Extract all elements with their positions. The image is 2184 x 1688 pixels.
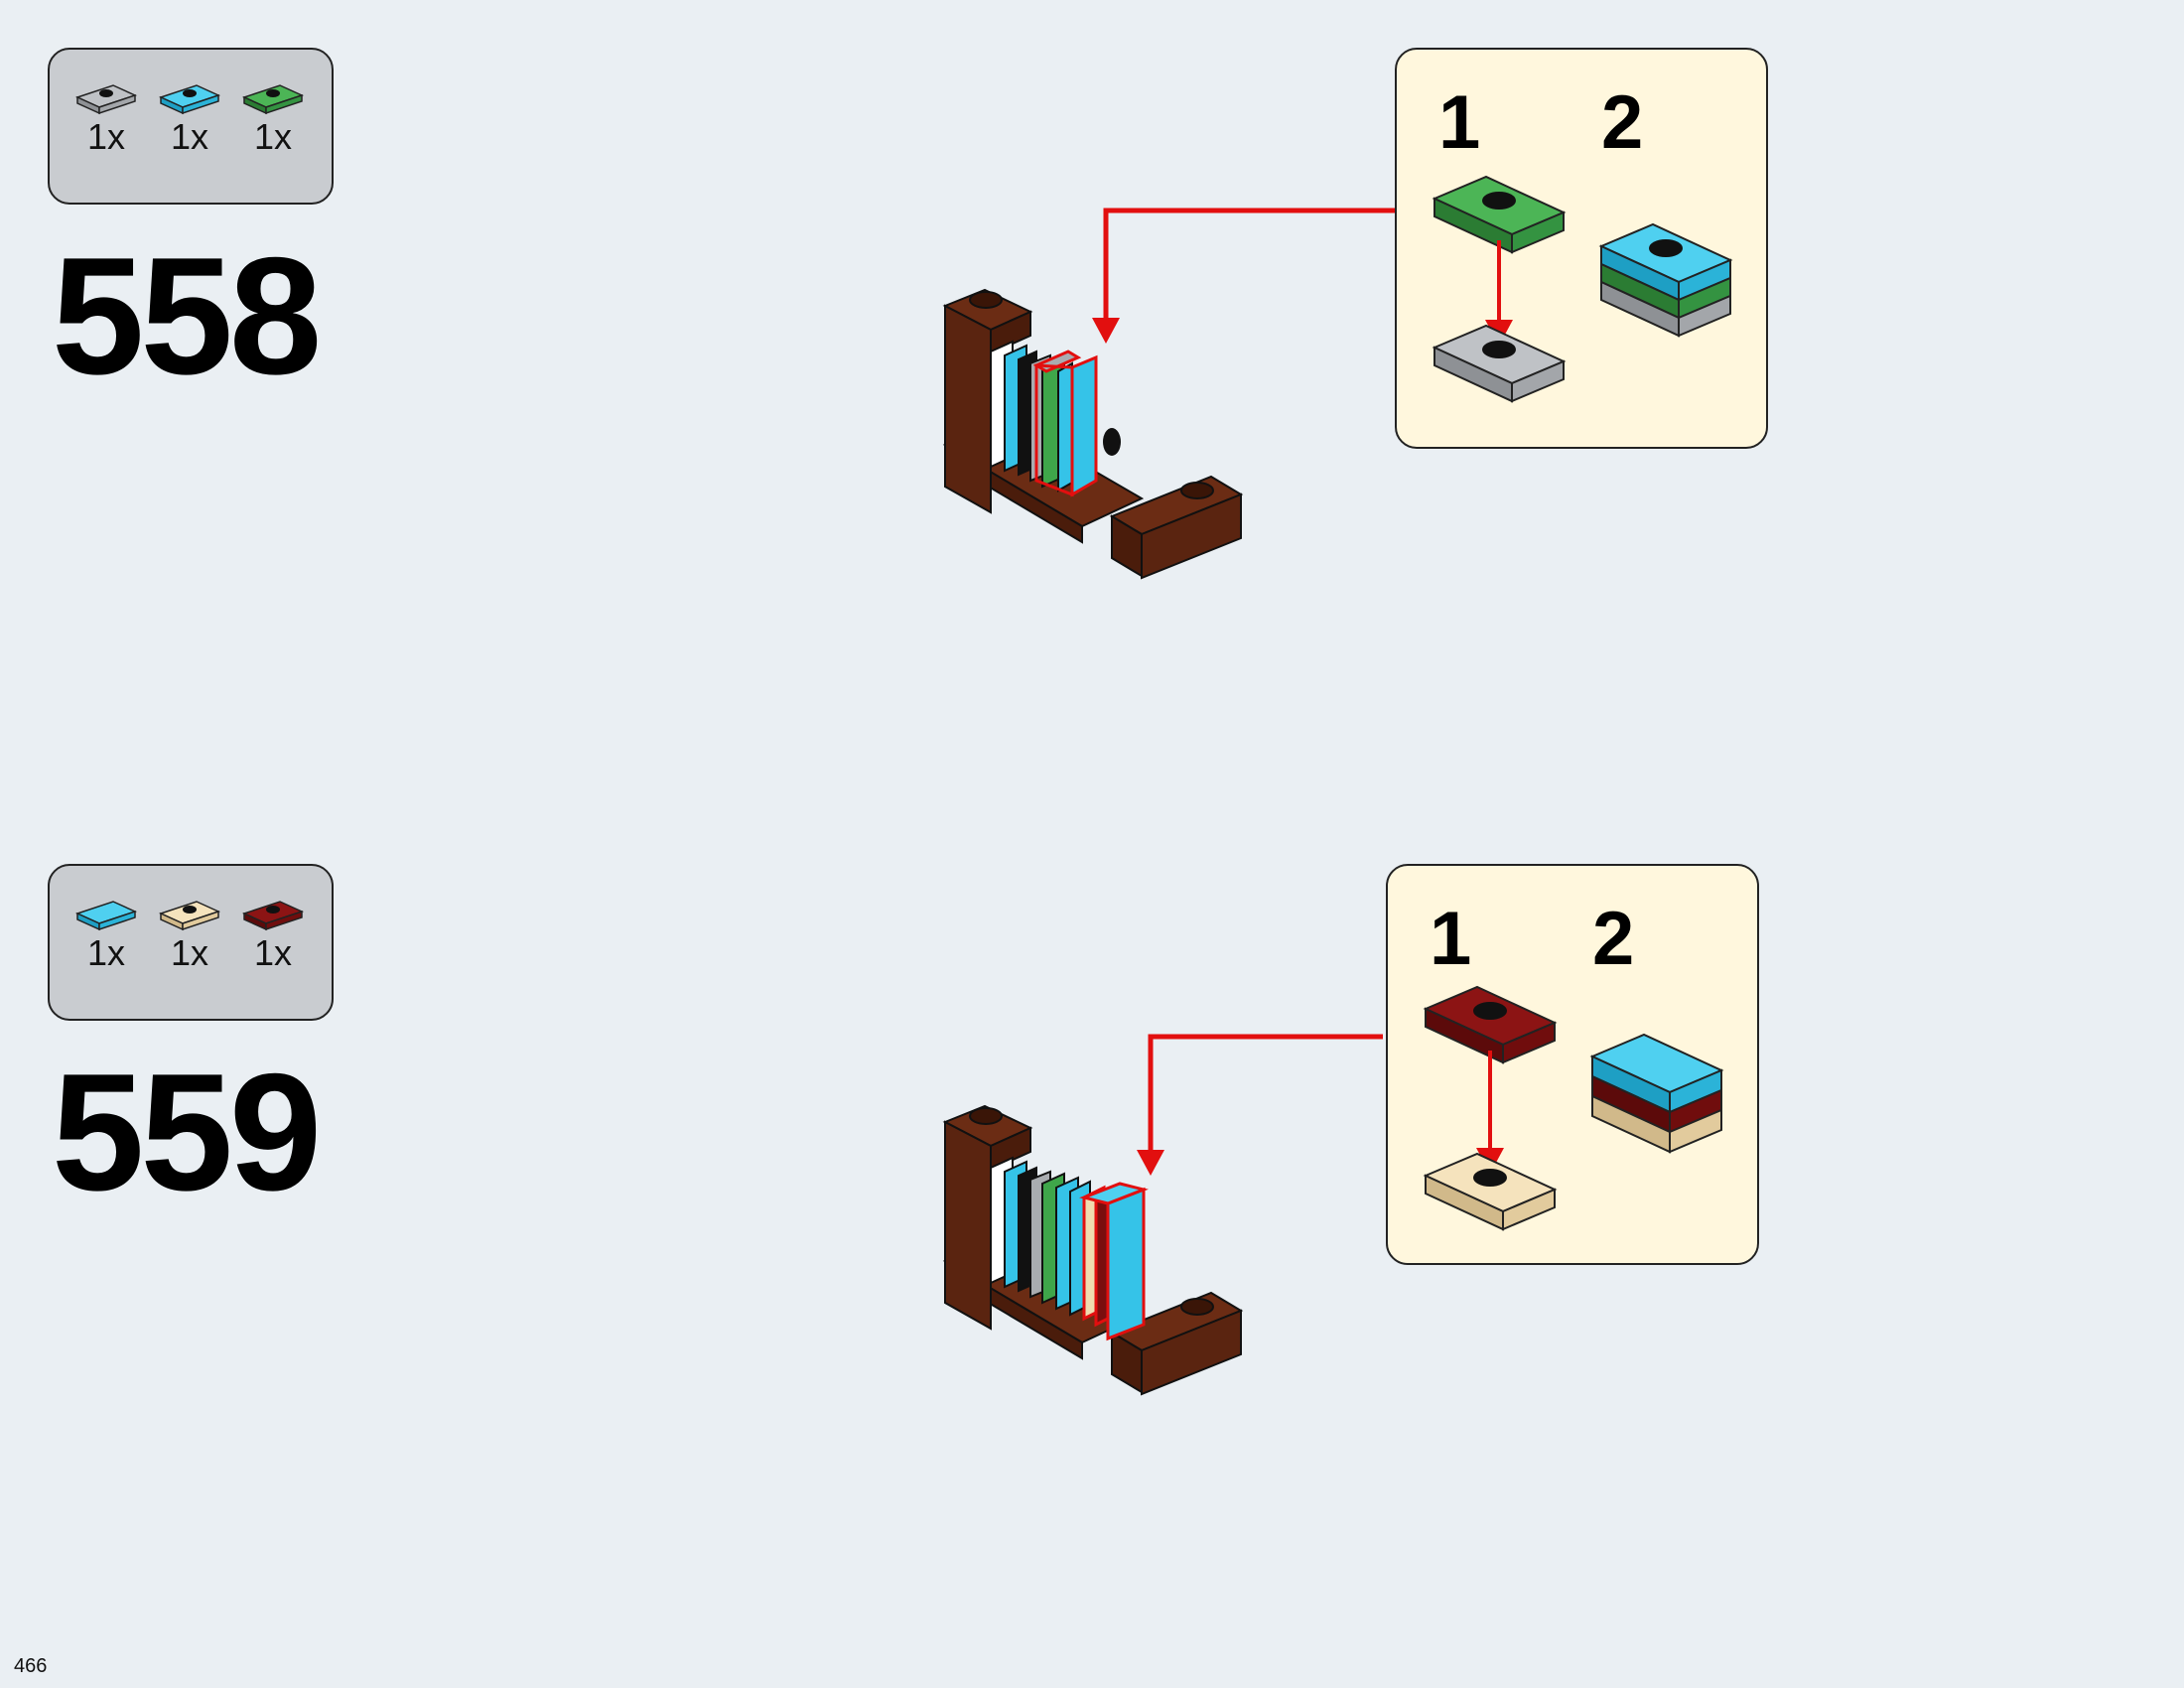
bookshelf-model-558 [942, 288, 1244, 580]
part-qty: 1x [86, 932, 126, 973]
part-light-gray-jumper-plate: 1x [73, 77, 139, 155]
part-qty: 1x [253, 932, 293, 973]
dark-red-jumper-plate-icon [241, 901, 305, 931]
part-qty: 1x [86, 116, 126, 157]
sub-assembly-callout-558: 1 2 [1395, 48, 1768, 449]
part-tan-jumper-plate: 1x [157, 894, 222, 971]
part-green-jumper-plate: 1x [240, 77, 306, 155]
part-dark-red-jumper-plate: 1x [240, 894, 306, 971]
bookshelf-model-559 [942, 1104, 1244, 1396]
sub-step-2: 2 [1592, 897, 1635, 981]
sub-assembly-callout-559: 1 2 [1386, 864, 1759, 1265]
step-number-559: 559 [52, 1039, 322, 1225]
page-number: 466 [14, 1655, 48, 1677]
placement-arrow-559 [1137, 1034, 1383, 1176]
sub-assembly-drawing-558 [1432, 175, 1733, 403]
azure-jumper-plate-icon [158, 84, 221, 115]
step-number-558: 558 [52, 222, 322, 409]
part-qty: 1x [170, 116, 209, 157]
placement-arrow-558 [1092, 208, 1396, 344]
light-gray-jumper-plate-icon [74, 84, 138, 115]
part-qty: 1x [170, 932, 209, 973]
parts-list-558: 1x 1x 1x [48, 48, 334, 205]
azure-tile-icon [74, 901, 138, 931]
parts-list-559: 1x 1x 1x [48, 864, 334, 1021]
sub-assembly-drawing-559 [1423, 985, 1724, 1231]
sub-step-1: 1 [1438, 80, 1481, 165]
part-qty: 1x [253, 116, 293, 157]
part-azure-tile: 1x [73, 894, 139, 971]
sub-step-2: 2 [1601, 80, 1644, 165]
part-azure-jumper-plate: 1x [157, 77, 222, 155]
tan-jumper-plate-icon [158, 901, 221, 931]
green-jumper-plate-icon [241, 84, 305, 115]
sub-step-1: 1 [1430, 897, 1472, 981]
